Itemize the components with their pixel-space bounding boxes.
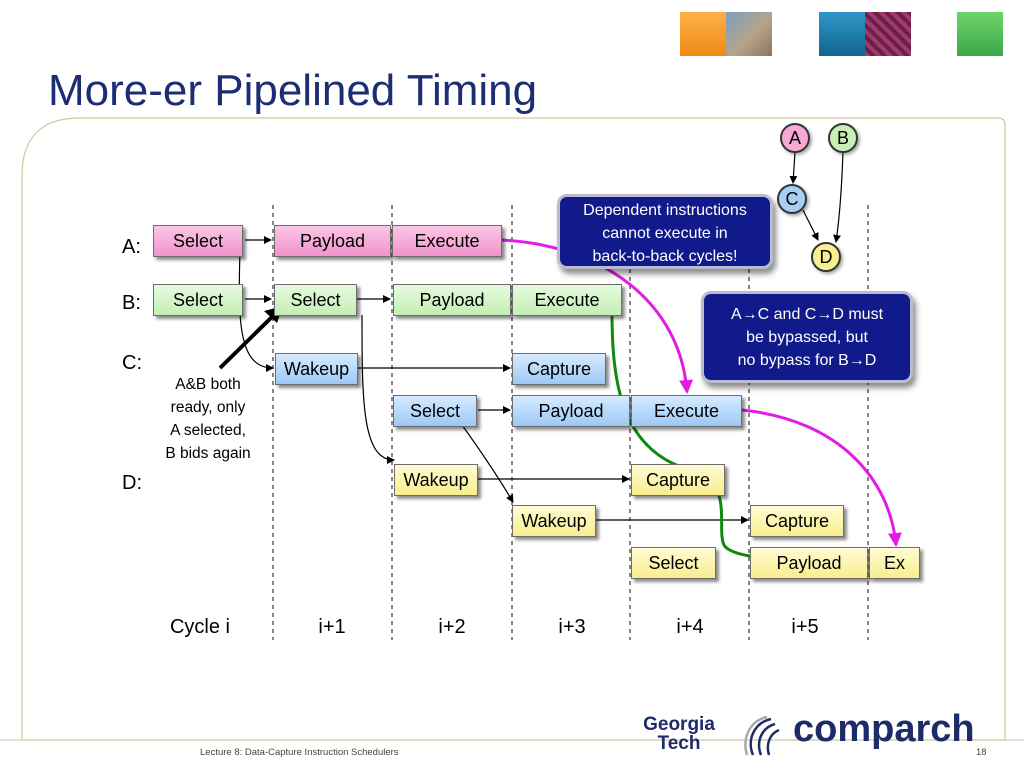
stage-d-payload: Payload [750,547,868,579]
stage-d-capture-2: Capture [750,505,844,537]
logo-text: Georgia [643,714,715,735]
stage-c-capture: Capture [512,353,606,385]
stage-d-select: Select [631,547,716,579]
blue-square-icon [819,12,865,56]
callout-line: back-to-back cycles! [592,248,738,265]
cycle-label: i+1 [318,616,346,638]
graph-node-c: C [777,184,807,214]
comparch-logo: comparch [793,708,975,750]
footer-text: Lecture 8: Data-Capture Instruction Sche… [200,747,399,758]
note-line: A selected, [170,422,246,439]
graph-node-b: B [828,123,858,153]
stage-b-execute: Execute [512,284,622,316]
georgia-tech-logo: Georgia Tech [634,715,724,753]
callout-line: no bypass for B→D [737,352,877,369]
page-number: 18 [976,747,987,758]
campus-photo-icon [726,12,772,56]
stage-d-capture-1: Capture [631,464,725,496]
bypass-callout: A→C and C→D must be bypassed, but no byp… [701,291,913,383]
stage-a-payload: Payload [274,225,391,257]
circuit-photo-icon [865,12,911,56]
page-title: More-er Pipelined Timing [48,66,538,115]
cycle-label: i+2 [438,616,466,638]
selection-note: A&B both ready, only A selected, B bids … [158,373,258,465]
callout-line: Dependent instructions [583,202,747,219]
cycle-label: i+5 [791,616,819,638]
comparch-swirl-icon [744,715,780,756]
stage-b-payload: Payload [393,284,511,316]
stage-d-ex: Ex [869,547,920,579]
stage-a-execute: Execute [392,225,502,257]
row-label-d: D: [122,472,142,494]
note-line: B bids again [165,445,251,462]
row-label-b: B: [122,292,141,314]
callout-line: A→C and C→D must [730,306,884,323]
green-square-icon [957,12,1003,56]
stage-c-wakeup: Wakeup [275,353,358,385]
stage-d-wakeup-1: Wakeup [394,464,478,496]
callout-line: cannot execute in [602,225,728,242]
stage-d-wakeup-2: Wakeup [512,505,596,537]
stage-c-select: Select [393,395,477,427]
stage-a-select: Select [153,225,243,257]
cycle-label: i+4 [676,616,704,638]
cycle-label: i+3 [558,616,586,638]
row-label-a: A: [122,236,141,258]
note-line: ready, only [170,399,246,416]
cycle-label: Cycle i [169,616,230,638]
stage-b-select-2: Select [274,284,357,316]
graph-node-d: D [811,242,841,272]
stage-c-payload: Payload [512,395,630,427]
callout-line: be bypassed, but [746,329,868,346]
note-line: A&B both [175,376,241,393]
stage-c-execute: Execute [631,395,742,427]
stage-b-select-1: Select [153,284,243,316]
row-label-c: C: [122,352,142,374]
dependency-callout: Dependent instructions cannot execute in… [557,194,773,269]
orange-square-icon [680,12,726,56]
graph-node-a: A [780,123,810,153]
logo-text: Tech [657,733,701,754]
